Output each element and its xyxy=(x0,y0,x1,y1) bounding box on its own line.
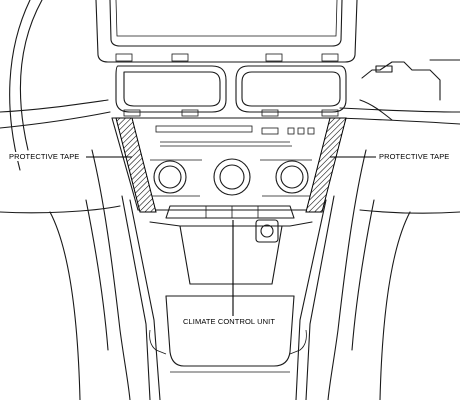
left-air-vent xyxy=(115,53,227,117)
lower-switch-panel xyxy=(165,205,295,243)
protective-tape-right-shape xyxy=(305,117,347,213)
protective-tape-right-label: PROTECTIVE TAPE xyxy=(378,152,451,161)
right-air-vent xyxy=(235,53,347,117)
dashboard-outline xyxy=(0,0,460,214)
protective-tape-left-label: PROTECTIVE TAPE xyxy=(8,152,81,161)
climate-control-unit-label: CLIMATE CONTROL UNIT xyxy=(182,317,277,326)
lower-console xyxy=(49,149,411,400)
display-housing xyxy=(95,0,358,63)
protective-tape-left-shape xyxy=(115,117,157,213)
